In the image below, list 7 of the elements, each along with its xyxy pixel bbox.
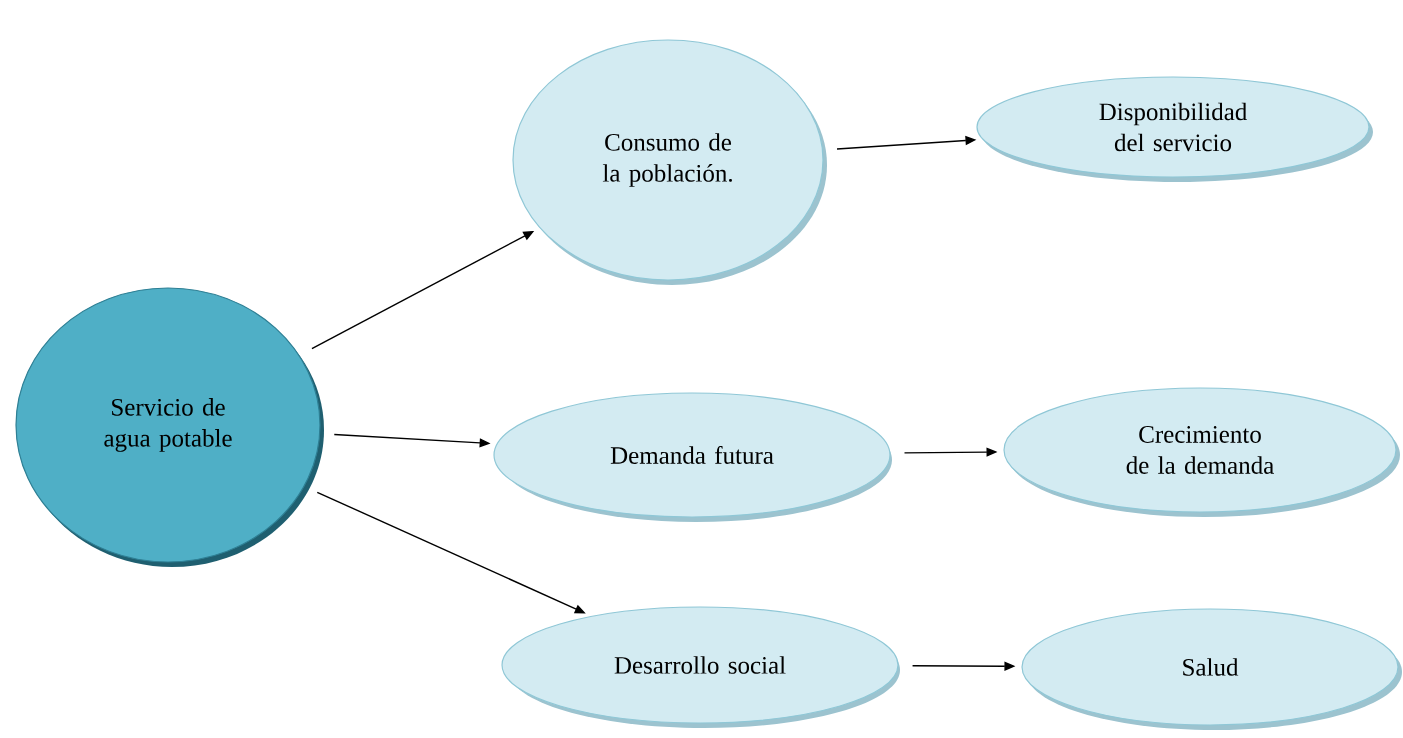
circle-node: Consumo de la población. [512,39,827,285]
ellipse-node: Salud [1021,608,1402,730]
ellipse-node: Demanda futura [493,392,892,522]
ellipse-node: Disponibilidad del servicio [976,76,1373,182]
ellipse-node: Crecimiento de la demanda [1003,387,1400,517]
circle-node: Servicio de agua potable [15,287,324,567]
ellipse-node: Desarrollo social [501,606,900,728]
